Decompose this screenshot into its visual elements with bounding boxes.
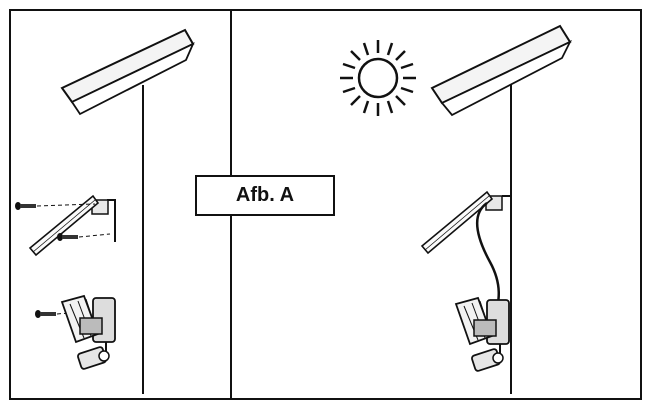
screw-icon xyxy=(15,202,96,210)
figure-label: Afb. A xyxy=(195,175,335,216)
sun-icon xyxy=(340,40,416,116)
floodlight-icon xyxy=(454,296,510,372)
screw-icon xyxy=(57,233,111,241)
screw-icon xyxy=(35,310,83,318)
solar-panel-icon xyxy=(60,28,195,116)
outer-frame xyxy=(9,9,642,400)
wall-bracket-icon xyxy=(28,194,116,257)
solar-panel-icon xyxy=(430,24,572,117)
floodlight-icon xyxy=(60,294,116,370)
right-panel xyxy=(340,24,572,394)
wall-bracket-icon xyxy=(420,190,512,255)
left-panel xyxy=(15,28,195,394)
